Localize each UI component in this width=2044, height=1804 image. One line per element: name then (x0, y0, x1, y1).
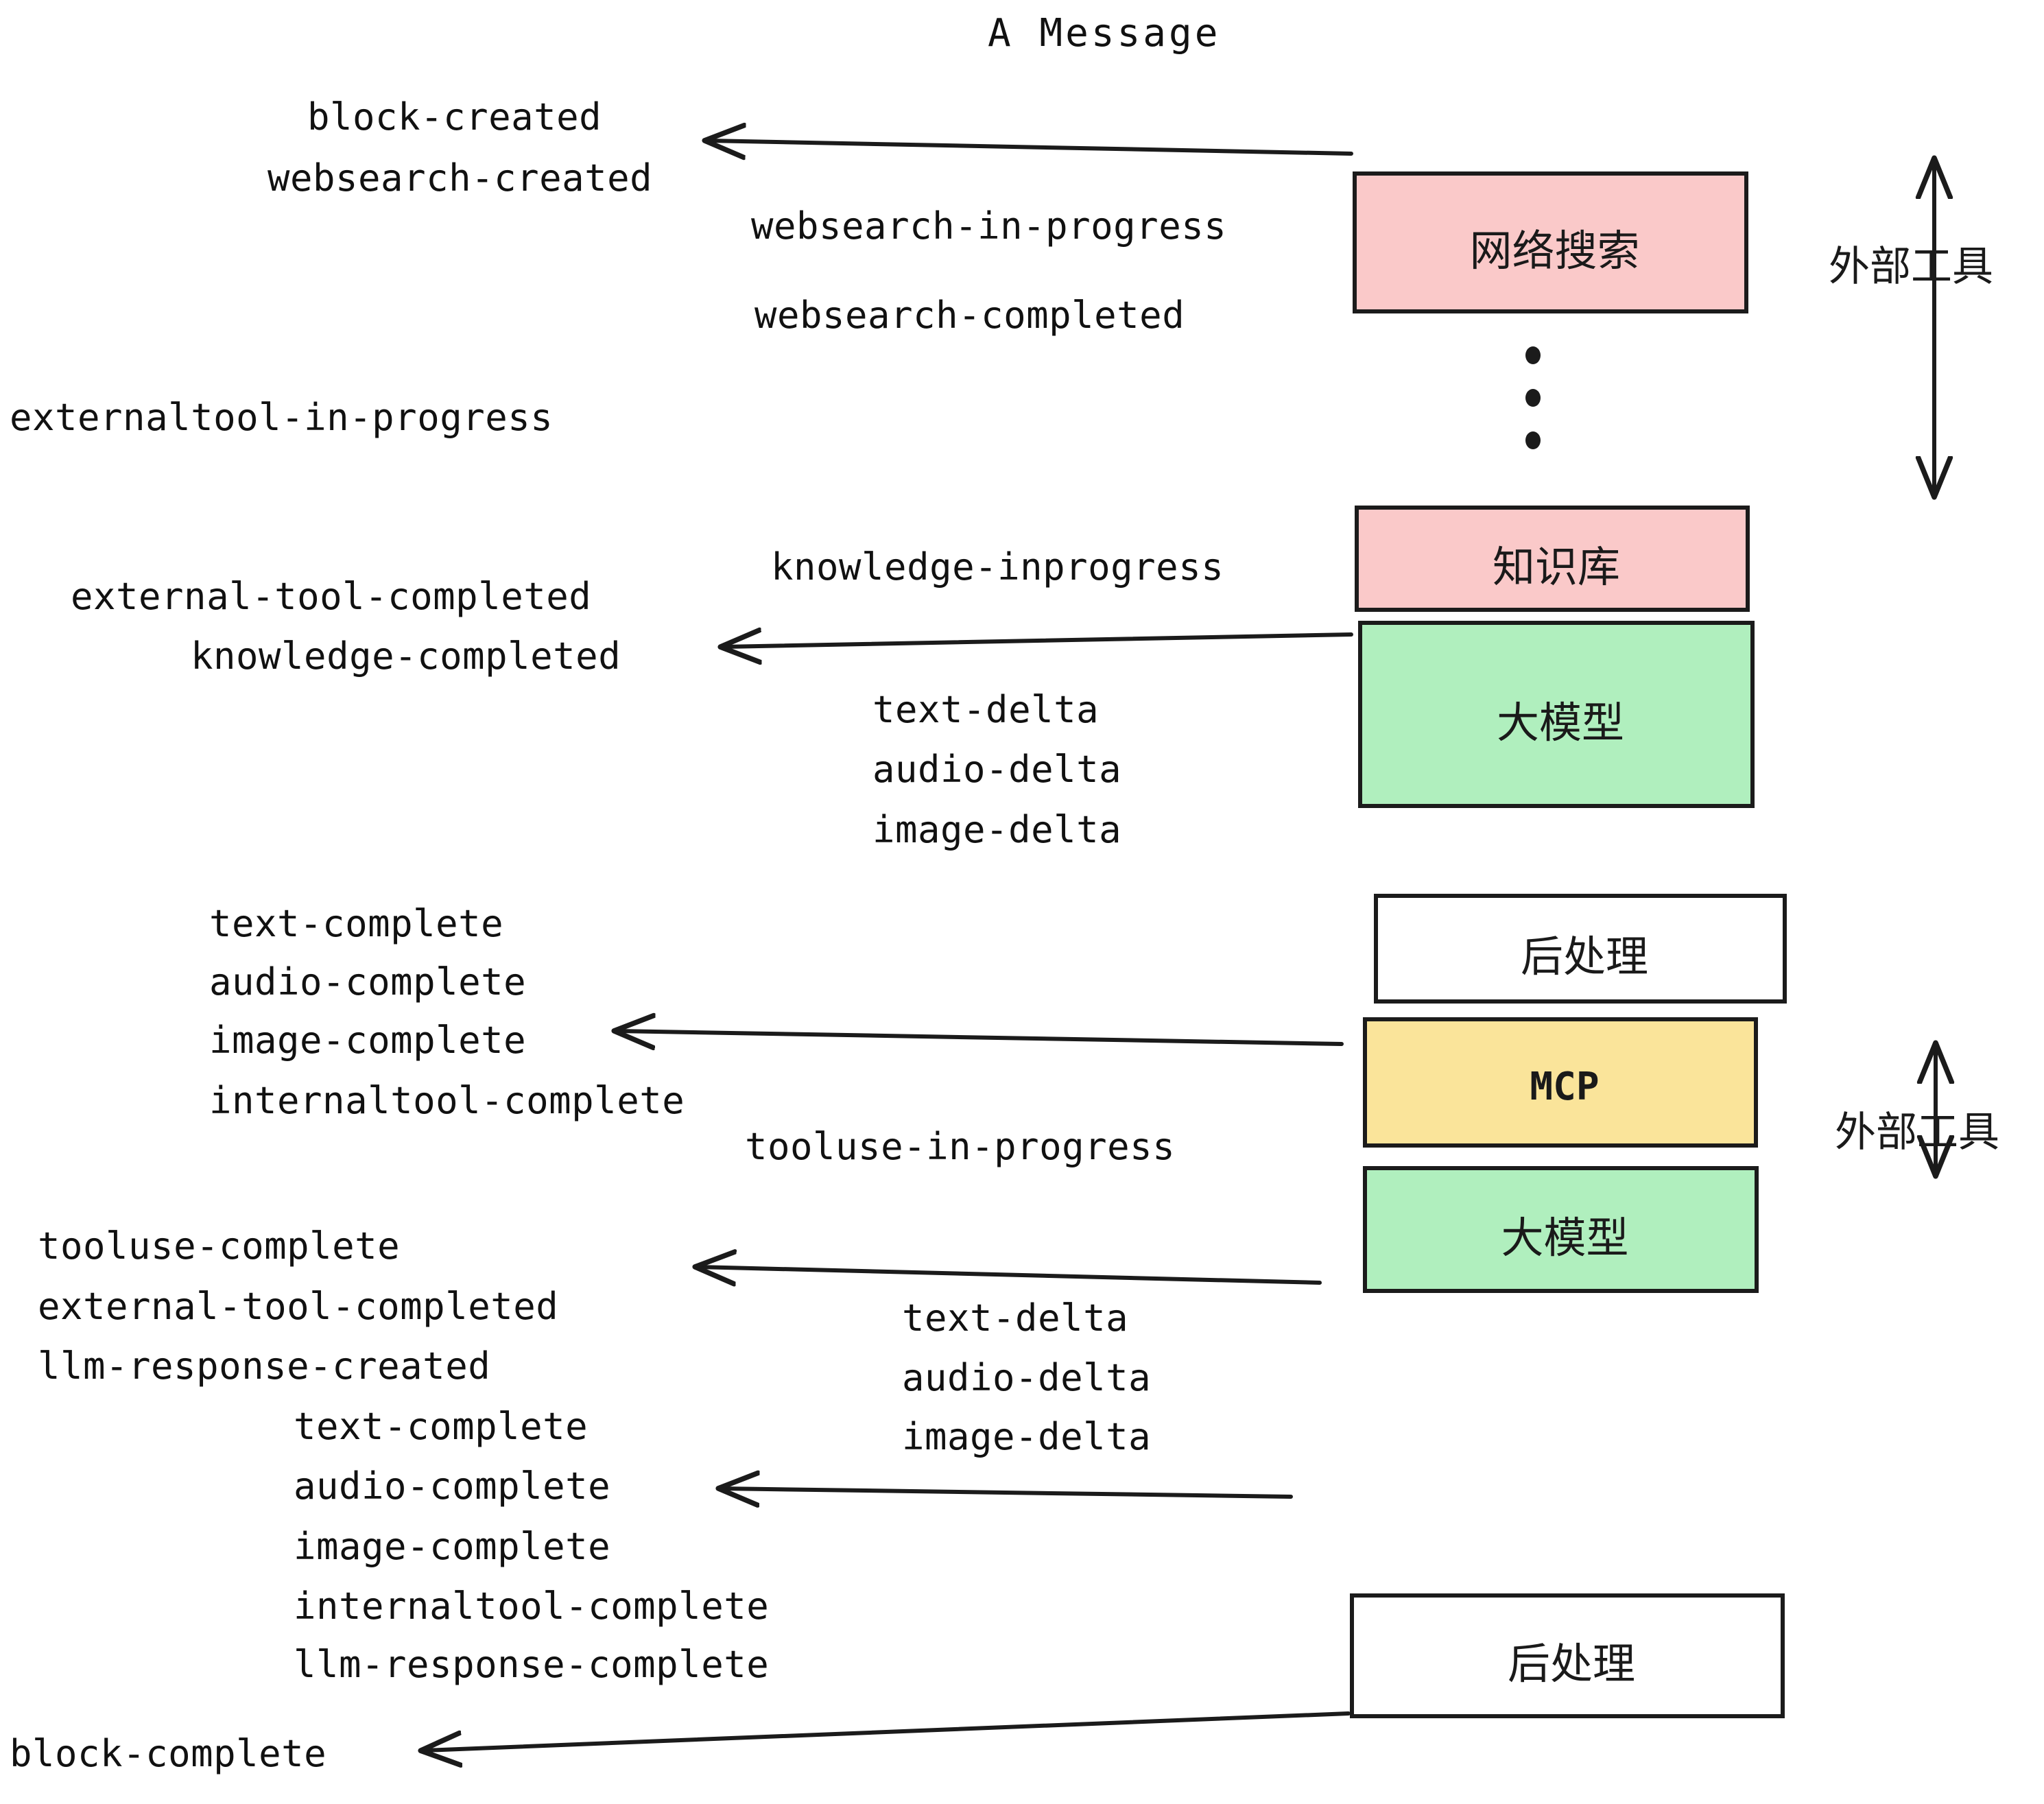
event-label: knowledge-completed (191, 634, 621, 678)
knowledge-done-arrow (724, 634, 1353, 647)
node-label-postprocess-1: 后处理 (1520, 934, 1648, 981)
node-box-postprocess-1[interactable]: 后处理 (1374, 894, 1787, 1004)
event-label: internaltool-complete (209, 1079, 685, 1122)
event-label: text-complete (209, 902, 504, 945)
event-label: audio-delta (872, 748, 1122, 791)
event-label: llm-response-created (38, 1344, 491, 1388)
event-label: external-tool-completed (38, 1285, 559, 1328)
node-label-websearch: 网络搜索 (1469, 227, 1640, 275)
node-box-websearch[interactable]: 网络搜索 (1353, 171, 1748, 313)
event-label: image-delta (872, 808, 1122, 851)
event-label: tooluse-complete (38, 1224, 401, 1268)
event-label: llm-response-complete (294, 1643, 770, 1686)
event-label: audio-complete (209, 960, 527, 1004)
ellipsis-dot (1525, 389, 1541, 407)
vertical-ellipsis-icon (1525, 346, 1541, 449)
event-label: websearch-in-progress (751, 204, 1227, 248)
side-label-external-tool-top: 外部工具 (1829, 244, 1993, 289)
diagram-title: A Message (988, 11, 1221, 56)
event-label: image-delta (902, 1415, 1152, 1458)
event-label: internaltool-complete (294, 1585, 770, 1628)
block-complete-arrow (424, 1711, 1351, 1750)
event-label: external-tool-completed (71, 575, 592, 618)
event-label: audio-complete (294, 1464, 611, 1508)
block-created-arrow (708, 141, 1353, 154)
event-label: externaltool-in-progress (10, 396, 554, 439)
event-label: text-delta (902, 1296, 1129, 1340)
node-box-llm-1[interactable]: 大模型 (1358, 621, 1755, 808)
ellipsis-dot (1525, 346, 1541, 364)
event-label: text-delta (872, 688, 1100, 731)
ellipsis-dot (1525, 431, 1541, 449)
node-label-postprocess-2: 后处理 (1507, 1641, 1635, 1688)
event-label: block-complete (10, 1732, 327, 1775)
node-label-knowledge: 知识库 (1492, 543, 1620, 591)
audio-complete-arrow (722, 1488, 1293, 1497)
node-label-mcp: MCP (1530, 1064, 1600, 1109)
event-label: knowledge-inprogress (771, 545, 1224, 589)
node-box-postprocess-2[interactable]: 后处理 (1350, 1593, 1785, 1718)
node-label-llm-1: 大模型 (1496, 699, 1624, 747)
event-label: text-complete (294, 1405, 589, 1448)
tooluse-done-arrow (698, 1267, 1322, 1283)
image-complete-arrow (617, 1031, 1344, 1044)
event-label: image-complete (209, 1019, 527, 1062)
event-label: block-created (307, 95, 602, 139)
event-label: image-complete (294, 1525, 611, 1568)
event-label: audio-delta (902, 1356, 1152, 1399)
node-box-llm-2[interactable]: 大模型 (1363, 1166, 1759, 1293)
event-label: websearch-created (268, 156, 653, 200)
event-label: websearch-completed (754, 294, 1185, 337)
event-label: tooluse-in-progress (745, 1125, 1176, 1168)
node-label-llm-2: 大模型 (1501, 1214, 1629, 1262)
node-box-knowledge[interactable]: 知识库 (1355, 506, 1750, 612)
node-box-mcp[interactable]: MCP (1363, 1017, 1758, 1148)
